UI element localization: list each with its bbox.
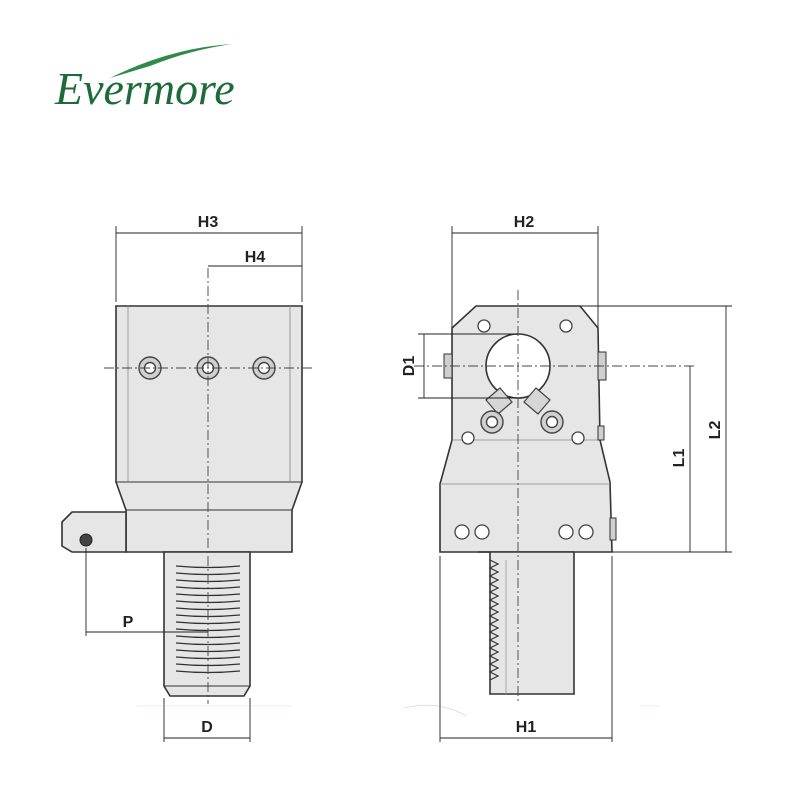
side-slot-left (485, 387, 513, 415)
dimension-d1: D1 (401, 333, 518, 399)
dimension-label-h3: H3 (198, 214, 219, 231)
side-hole (559, 319, 573, 333)
side-hole (477, 319, 491, 333)
side-small-holes (454, 319, 594, 540)
side-hole (578, 524, 594, 540)
side-bolt-hole (485, 415, 499, 429)
brand-logo: Evermore (54, 44, 235, 114)
dimension-d: D (163, 698, 251, 742)
dimension-h4: H4 (208, 249, 302, 267)
side-hole (571, 431, 585, 445)
front-side-tab (61, 511, 127, 553)
dimension-label-d1: D1 (401, 356, 418, 377)
dimension-l1: L1 (612, 366, 696, 553)
shank-serration (175, 642, 241, 646)
dimension-label-d: D (201, 719, 213, 736)
side-slot-right (523, 387, 551, 415)
dimension-h1: H1 (439, 556, 613, 742)
side-view: H2 D1 L1 L2 H1 (401, 214, 732, 742)
dimension-label-l1: L1 (671, 449, 688, 468)
dimension-label-h1: H1 (516, 719, 537, 736)
floor-reflection (136, 704, 660, 717)
dimension-label-h2: H2 (514, 214, 535, 231)
shank-serration (175, 565, 241, 569)
dimension-label-l2: L2 (707, 421, 724, 440)
shank-serration (175, 607, 241, 611)
front-view: H3 H4 P D (61, 214, 314, 742)
side-hole (474, 524, 490, 540)
dimension-label-h4: H4 (245, 249, 266, 266)
side-hole (461, 431, 475, 445)
shank-serration (175, 600, 241, 604)
side-shank (478, 551, 575, 695)
dimension-h2: H2 (451, 214, 599, 328)
side-hole (558, 524, 574, 540)
side-knob-right-base (609, 517, 617, 541)
dimension-h3: H3 (115, 214, 303, 302)
side-hole (454, 524, 470, 540)
shank-serration (175, 656, 241, 660)
dimension-label-p: P (123, 614, 134, 631)
front-body (115, 305, 303, 553)
dimension-p: P (85, 548, 208, 636)
front-side-tab-port (79, 533, 93, 547)
logo-text: Evermore (54, 63, 235, 114)
side-knob-right-lower (597, 425, 605, 441)
side-shank-thread (488, 559, 500, 681)
dimension-l2: L2 (580, 305, 732, 553)
side-bolt-hole (545, 415, 559, 429)
